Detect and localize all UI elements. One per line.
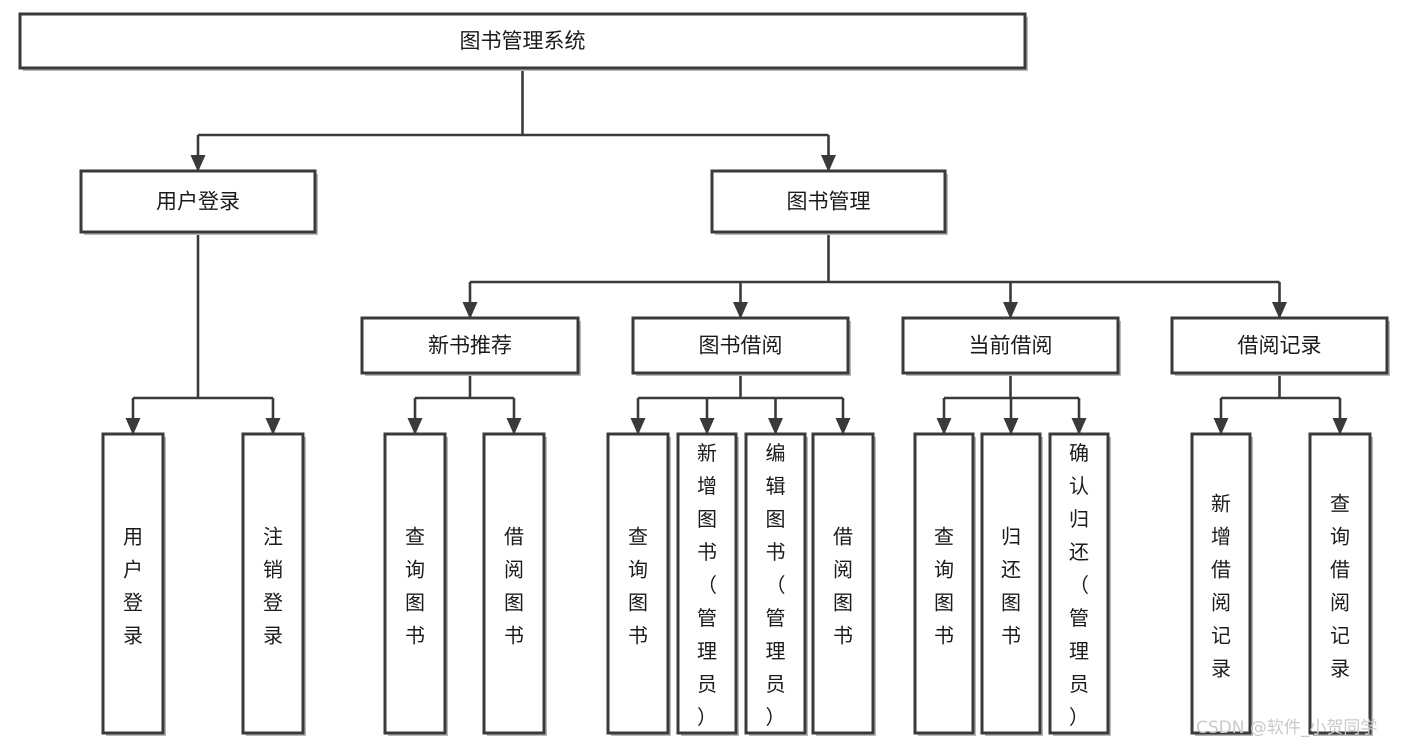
node-box[interactable]	[710, 169, 947, 234]
edge-group-book-management	[462, 232, 1287, 319]
arrow-head-icon	[821, 155, 836, 172]
arrow-head-icon	[1003, 418, 1019, 435]
node-label: 编辑图书（管理员）	[766, 441, 786, 729]
node-box[interactable]	[1190, 432, 1252, 735]
node-leaf-return-book[interactable]: 归还图书	[980, 432, 1043, 736]
node-book-management[interactable]: 图书管理	[710, 169, 948, 235]
node-root[interactable]: 图书管理系统	[18, 12, 1028, 71]
node-label: 新增图书（管理员）	[697, 441, 717, 729]
node-leaf-edit-book[interactable]: 编辑图书（管理员）	[744, 432, 808, 736]
arrow-head-icon	[125, 418, 141, 435]
node-leaf-user-login[interactable]: 用户登录	[101, 432, 166, 736]
node-box[interactable]	[901, 316, 1120, 375]
edge-group-book-borrow	[630, 373, 851, 435]
node-box[interactable]	[631, 316, 850, 375]
edge-group-new-book-recommend	[407, 373, 522, 435]
node-label: 注销登录	[263, 525, 283, 648]
node-box[interactable]	[744, 432, 807, 735]
node-box[interactable]	[980, 432, 1042, 735]
node-label: 确认归还（管理员）	[1069, 441, 1089, 729]
node-label: 图书管理系统	[460, 29, 586, 53]
arrow-head-icon	[835, 418, 851, 435]
node-leaf-query-book-2[interactable]: 查询图书	[606, 432, 671, 736]
node-label: 借阅图书	[833, 525, 853, 648]
node-leaf-query-book-1[interactable]: 查询图书	[383, 432, 448, 736]
edge-group-user-login	[125, 232, 281, 435]
node-box[interactable]	[101, 432, 165, 735]
node-box[interactable]	[1170, 316, 1389, 375]
edge-group-current-borrow	[936, 373, 1087, 435]
node-leaf-query-book-3[interactable]: 查询图书	[913, 432, 976, 736]
node-label: 查询借阅记录	[1330, 492, 1350, 681]
node-label: 借阅记录	[1238, 334, 1322, 358]
node-leaf-add-book[interactable]: 新增图书（管理员）	[676, 432, 739, 736]
watermark: CSDN @软件_小贺同学	[1196, 718, 1377, 738]
arrow-head-icon	[1272, 302, 1287, 319]
node-leaf-confirm-return[interactable]: 确认归还（管理员）	[1048, 432, 1111, 736]
node-label: 查询图书	[934, 525, 954, 648]
node-borrow-record[interactable]: 借阅记录	[1170, 316, 1390, 376]
node-label: 借阅图书	[504, 525, 524, 648]
node-label: 当前借阅	[969, 334, 1053, 358]
node-label: 用户登录	[156, 190, 240, 214]
connector-layer	[125, 68, 1348, 435]
arrow-head-icon	[462, 302, 478, 319]
arrow-head-icon	[407, 418, 423, 435]
node-label: 归还图书	[1001, 525, 1021, 648]
node-box[interactable]	[383, 432, 447, 735]
arrow-head-icon	[768, 418, 783, 435]
node-leaf-logout[interactable]: 注销登录	[241, 432, 306, 736]
node-label: 查询图书	[405, 525, 425, 648]
node-layer: 图书管理系统用户登录图书管理新书推荐图书借阅当前借阅借阅记录用户登录注销登录查询…	[18, 12, 1390, 736]
node-new-book-recommend[interactable]: 新书推荐	[360, 316, 581, 376]
node-label: 用户登录	[123, 525, 143, 648]
node-leaf-query-record[interactable]: 查询借阅记录	[1308, 432, 1373, 736]
node-box[interactable]	[79, 169, 317, 234]
edge-group-root	[190, 68, 836, 172]
arrow-head-icon	[1003, 302, 1018, 319]
node-label: 图书管理	[787, 190, 871, 214]
arrow-head-icon	[265, 418, 281, 435]
node-leaf-borrow-book-1[interactable]: 借阅图书	[482, 432, 547, 736]
node-label: 查询图书	[628, 525, 648, 648]
arrow-head-icon	[1071, 418, 1087, 435]
node-label: 新书推荐	[428, 334, 512, 358]
node-book-borrow[interactable]: 图书借阅	[631, 316, 851, 376]
arrow-head-icon	[936, 418, 952, 435]
node-box[interactable]	[1048, 432, 1110, 735]
node-box[interactable]	[18, 12, 1027, 70]
node-label: 图书借阅	[699, 334, 783, 358]
node-leaf-borrow-book-2[interactable]: 借阅图书	[811, 432, 876, 736]
node-box[interactable]	[482, 432, 546, 735]
node-box[interactable]	[241, 432, 305, 735]
node-box[interactable]	[676, 432, 738, 735]
node-leaf-add-record[interactable]: 新增借阅记录	[1190, 432, 1253, 736]
node-current-borrow[interactable]: 当前借阅	[901, 316, 1121, 376]
node-box[interactable]	[913, 432, 975, 735]
node-label: 新增借阅记录	[1211, 492, 1231, 681]
node-box[interactable]	[360, 316, 580, 375]
arrow-head-icon	[699, 418, 715, 435]
node-box[interactable]	[606, 432, 670, 735]
arrow-head-icon	[506, 418, 522, 435]
arrow-head-icon	[630, 418, 646, 435]
arrow-head-icon	[190, 155, 206, 172]
edge-group-borrow-record	[1213, 373, 1348, 435]
arrow-head-icon	[1213, 418, 1229, 435]
arrow-head-icon	[1332, 418, 1348, 435]
node-box[interactable]	[1308, 432, 1372, 735]
node-box[interactable]	[811, 432, 875, 735]
node-user-login[interactable]: 用户登录	[79, 169, 318, 235]
arrow-head-icon	[733, 302, 748, 319]
